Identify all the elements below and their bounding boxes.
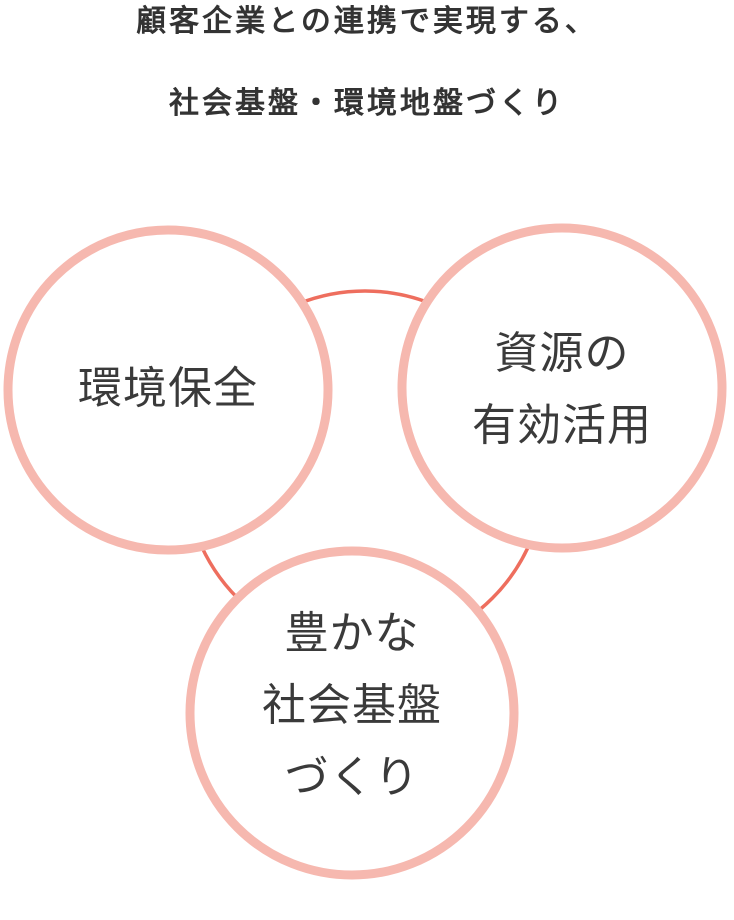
heading-line-1: 顧客企業との連携で実現する、 — [136, 4, 598, 39]
node-society-label-line-2: 社会基盤 — [262, 680, 442, 731]
node-society: 豊かな 社会基盤 づくり — [185, 546, 519, 880]
heading-line-2: 社会基盤・環境地盤づくり — [169, 86, 565, 121]
node-resources-circle — [397, 223, 727, 553]
node-resources-label-line-2: 有効活用 — [472, 400, 652, 451]
node-society-circle — [185, 546, 519, 880]
node-resources-label-line-1: 資源の — [495, 328, 630, 379]
node-environment: 環境保全 — [3, 225, 333, 555]
node-resources: 資源の 有効活用 — [397, 223, 727, 553]
node-environment-circle — [3, 225, 333, 555]
node-environment-label: 環境保全 — [78, 363, 258, 414]
node-society-label-line-3: づくり — [285, 752, 420, 803]
node-society-label-line-1: 豊かな — [285, 608, 420, 659]
